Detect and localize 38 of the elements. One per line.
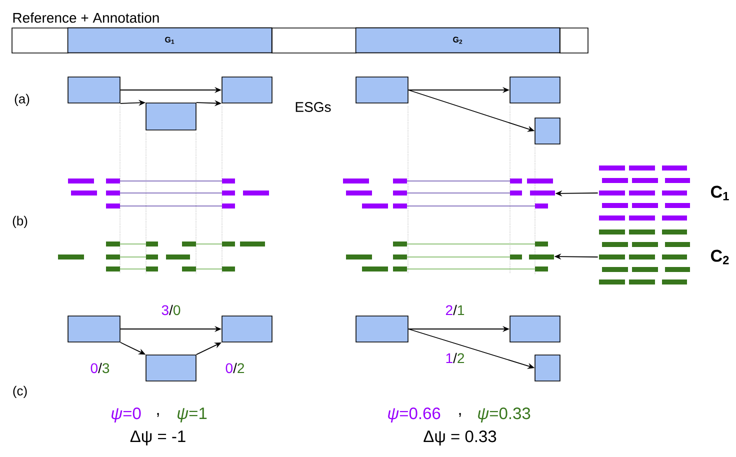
psi-value: ,	[459, 413, 461, 417]
exon-box	[534, 118, 560, 144]
exon-box	[356, 316, 408, 342]
exon-box	[510, 76, 560, 104]
exon-box	[534, 354, 560, 382]
exon-box	[510, 316, 560, 342]
edge-label: 0/3	[89, 362, 111, 374]
psi-value: ψ=0.66	[388, 408, 440, 422]
track-heading: Reference + Annotation	[13, 12, 159, 23]
psi-value: Δψ = 0.33	[424, 430, 496, 446]
panel-label: (a)	[14, 94, 30, 106]
psi-value: ψ=0.33	[478, 408, 530, 422]
edge-label: 0/2	[224, 362, 246, 374]
aligned-reads-drawing	[58, 242, 265, 272]
cluster-label: C$_{1}$	[711, 186, 729, 200]
edge-label: 3/0	[160, 304, 182, 316]
psi-value: ψ=0	[112, 408, 141, 422]
edge-label: 2/1	[444, 304, 466, 316]
exon-box	[222, 76, 272, 104]
annotation-text: ESGs	[296, 102, 331, 112]
gene-band: G$_{2}$	[355, 27, 560, 54]
exon-box	[146, 354, 196, 382]
psi-value: ψ=1	[178, 408, 207, 422]
exon-box	[68, 76, 120, 104]
exon-box	[68, 316, 120, 342]
gene-band: G$_{1}$	[67, 27, 272, 54]
edge-label: 1/2	[444, 352, 466, 364]
aligned-reads-drawing	[346, 242, 554, 272]
aligned-reads-drawing	[343, 178, 555, 208]
panel-label: (b)	[12, 216, 28, 228]
exon-box	[356, 76, 408, 104]
exon-box	[222, 316, 272, 342]
aligned-reads-drawing	[68, 178, 269, 208]
psi-value: ,	[157, 413, 159, 417]
psi-value: Δψ = -1	[130, 430, 186, 446]
panel-label: (c)	[13, 386, 27, 398]
cluster-label: C$_{2}$	[711, 250, 729, 264]
exon-box	[146, 102, 196, 130]
